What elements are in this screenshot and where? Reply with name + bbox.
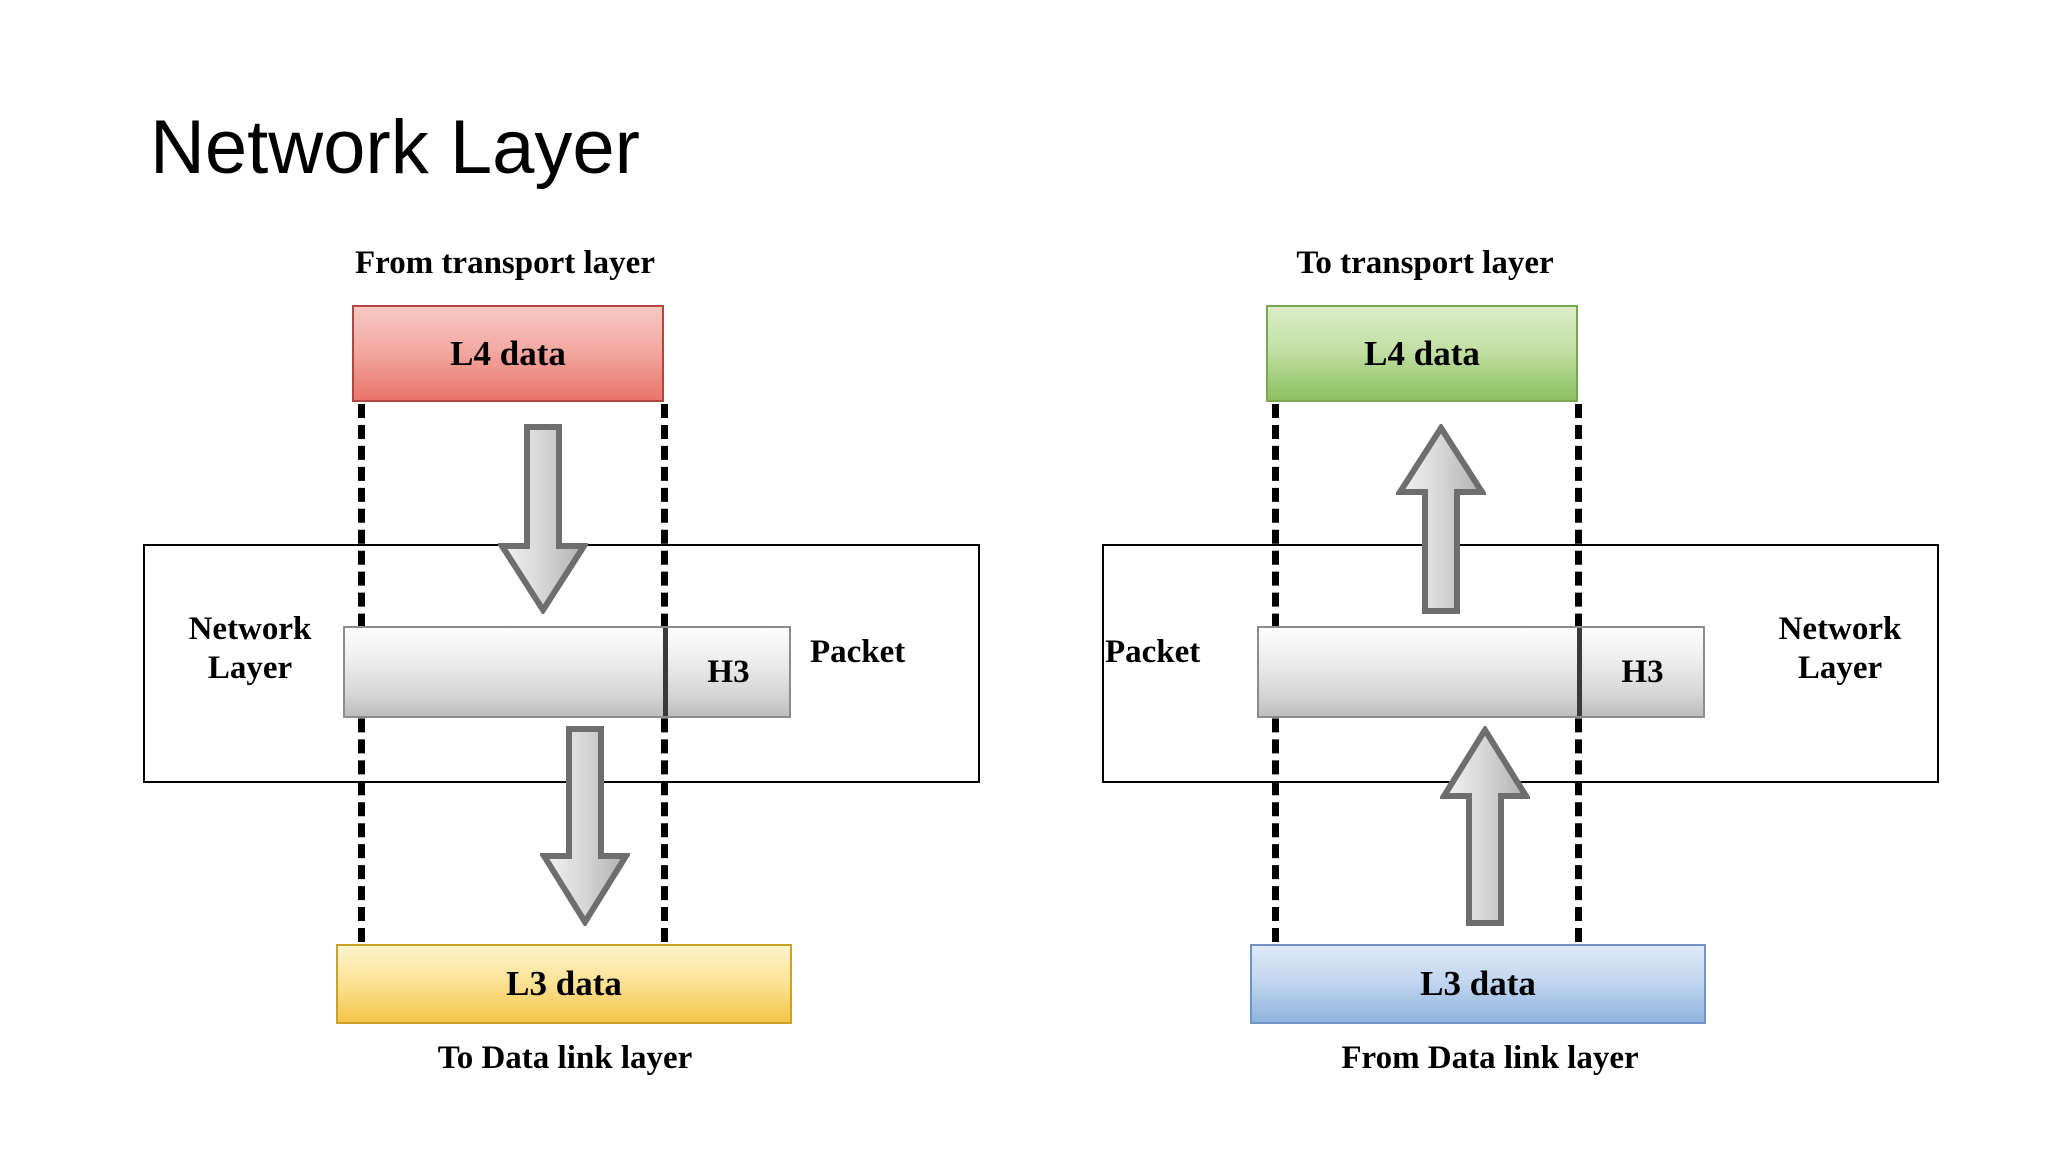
right-up-arrow-top: [1396, 424, 1486, 614]
right-packet-label: Packet: [1105, 634, 1201, 670]
right-packet-payload: [1259, 628, 1577, 716]
left-bottom-label: To Data link layer: [437, 1040, 693, 1076]
left-network-layer-label-line1: Network: [188, 611, 312, 647]
page-title: Network Layer: [150, 105, 640, 190]
right-l3-data-box: L3 data: [1250, 944, 1706, 1024]
right-up-arrow-bottom: [1440, 726, 1530, 926]
left-packet-label: Packet: [810, 634, 906, 670]
left-packet-payload: [345, 628, 663, 716]
left-network-layer-label: Network Layer: [150, 610, 350, 688]
right-network-layer-label-line2: Layer: [1797, 649, 1883, 686]
right-packet-h3-header: H3: [1577, 628, 1703, 716]
left-packet-h3-header: H3: [663, 628, 789, 716]
left-down-arrow-top: [498, 424, 588, 614]
left-top-label: From transport layer: [355, 245, 655, 281]
left-l3-data-box: L3 data: [336, 944, 792, 1024]
right-l4-data-box: L4 data: [1266, 305, 1578, 402]
right-packet-bar: H3: [1257, 626, 1705, 718]
right-top-label: To transport layer: [1296, 245, 1554, 281]
left-l4-data-box: L4 data: [352, 305, 664, 402]
left-network-layer-label-line2: Layer: [207, 649, 293, 686]
right-network-layer-label-line1: Network: [1778, 611, 1902, 647]
right-bottom-label: From Data link layer: [1341, 1040, 1639, 1076]
left-packet-bar: H3: [343, 626, 791, 718]
right-network-layer-label: Network Layer: [1740, 610, 1940, 688]
left-down-arrow-bottom: [540, 726, 630, 926]
